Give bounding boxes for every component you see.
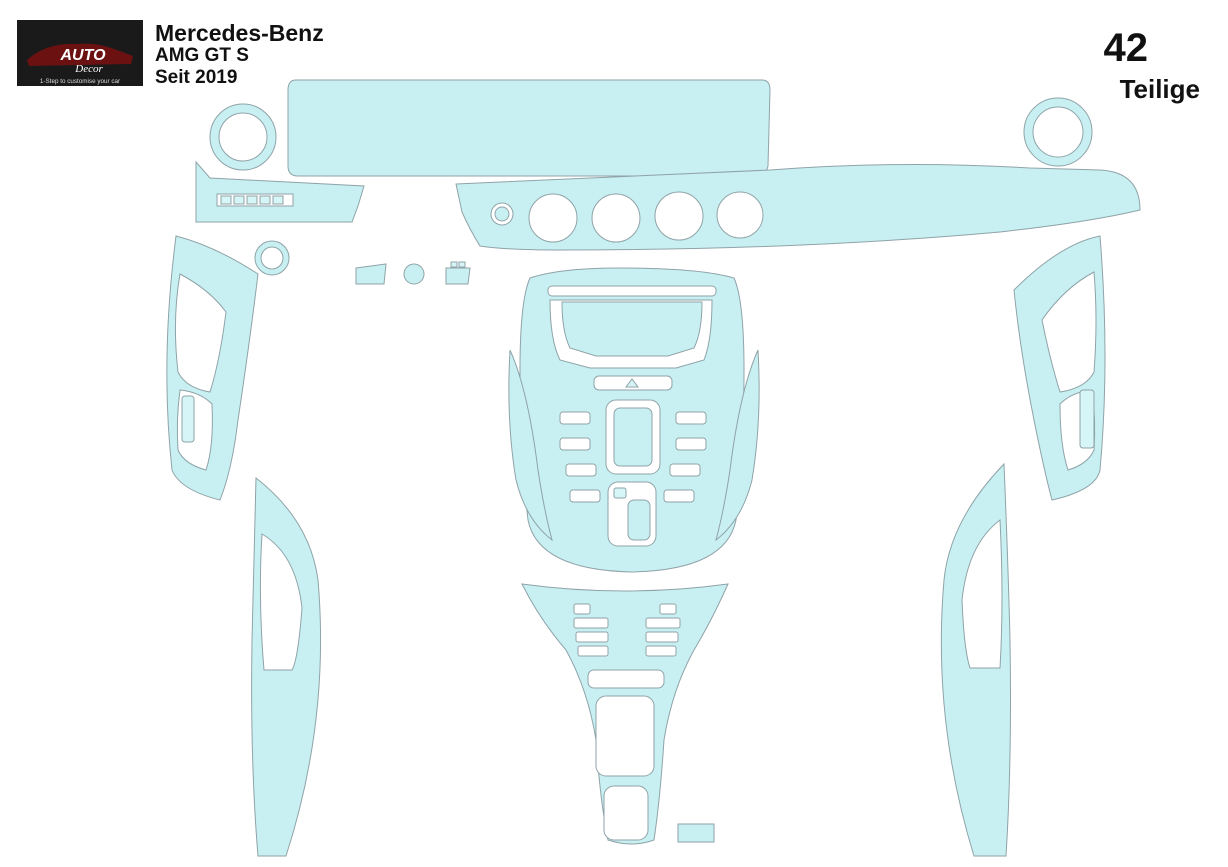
console-controller-pad [627,499,651,541]
switch-3 [246,195,258,205]
door-panel-left-upper-cutout [174,273,227,393]
switch-1 [220,195,232,205]
lower-switch-right-1 [659,603,677,615]
dash-vent-3 [654,191,704,241]
console-button-l3 [565,463,597,477]
lower-console-slot [587,669,665,689]
lower-switch-right-3 [645,631,679,643]
gear-selector-inner [613,407,653,467]
vent-ring-right-hole [1032,106,1084,158]
lower-switch-left-2 [573,617,609,629]
small-trim-piece-1 [355,263,387,285]
auto-decor-logo: AUTO Decor 1-Step to customise your car [17,20,143,86]
dash-trim-left [195,160,365,223]
logo-word-auto: AUTO [59,47,106,64]
model-subtitle: AMG GT S [155,45,249,66]
door-switch-left [181,395,195,443]
switch-4 [259,195,271,205]
dash-vent-2 [591,193,641,243]
logo-word-decor: Decor [74,63,103,75]
brand-title: Mercedes-Benz [155,20,324,46]
switch-row [216,193,294,207]
door-panel-right-lower-cutout [961,519,1003,669]
small-trim-piece-2-slot-2 [458,261,466,268]
part-count-label: Teilige [1119,74,1200,104]
console-screen-inner [561,301,703,357]
console-button-l2 [559,437,591,451]
console-button-l4 [569,489,601,503]
door-panel-right-upper-cutout [1041,271,1097,393]
console-side-trim-left [508,349,553,542]
console-controller-key [613,487,627,499]
lower-console-tray-upper [595,695,655,777]
door-switch-right [1079,389,1095,449]
instrument-display-panel [287,79,771,177]
console-button-r3 [669,463,701,477]
small-rectangular-piece [677,823,715,843]
lower-switch-left-1 [573,603,591,615]
small-trim-piece-2 [445,267,471,285]
part-count: 42 [1103,26,1149,70]
console-button-r4 [663,489,695,503]
logo-tagline: 1-Step to customise your car [40,78,120,85]
dash-vent-4 [716,191,764,239]
hazard-triangle-icon [625,378,639,388]
small-round-piece [403,263,425,285]
dash-button-ring [494,206,510,222]
console-button-l1 [559,411,591,425]
year-subtitle: Seit 2019 [155,67,238,88]
small-trim-piece-2-slot-1 [450,261,458,268]
lower-switch-right-4 [645,645,677,657]
dash-vent-1 [528,193,578,243]
console-top-slot [547,285,717,297]
vent-ring-left-hole [218,112,268,162]
lower-console-tray-lower [603,785,649,841]
knob-ring-hole [260,246,284,270]
switch-5 [272,195,284,205]
car-silhouette-icon [27,43,133,66]
console-side-trim-right [715,349,760,542]
lower-switch-left-3 [575,631,609,643]
switch-2 [233,195,245,205]
console-button-r2 [675,437,707,451]
lower-switch-left-4 [577,645,609,657]
console-button-r1 [675,411,707,425]
door-panel-left-lower-cutout [259,533,303,671]
lower-switch-right-2 [645,617,681,629]
